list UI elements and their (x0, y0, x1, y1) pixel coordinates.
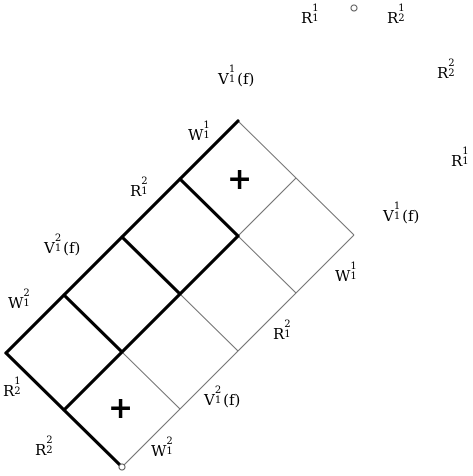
label-subscript: 1 (23, 297, 30, 309)
label-subscript: 1 (393, 210, 401, 222)
grid-line-long (121, 234, 355, 468)
label-superscript: 2 (214, 384, 222, 396)
thick-boundary-path (4, 119, 240, 469)
label-base: W (188, 126, 204, 144)
label-superscript: 1 (398, 2, 405, 14)
label-superscript: 1 (393, 200, 401, 212)
label-superscript: 2 (46, 434, 53, 446)
label-subscript: 2 (46, 444, 53, 456)
label-base: W (335, 267, 351, 285)
label-subscript: 1 (203, 129, 210, 141)
label-base: R (35, 441, 47, 459)
label-superscript: 1 (203, 119, 210, 131)
label-base: V (44, 239, 55, 257)
label-base: R (273, 325, 285, 343)
label-superscript: 1 (462, 145, 469, 157)
label-subscript: 1 (350, 270, 357, 282)
label-suffix: (f) (63, 239, 81, 257)
label-subscript: 2 (398, 12, 405, 24)
label-subscript: 1 (284, 328, 291, 340)
top-endpoint-node (350, 4, 358, 12)
label-superscript: 2 (166, 435, 173, 447)
label-base: R (3, 382, 15, 400)
label-superscript: 2 (54, 232, 62, 244)
label-base: W (8, 294, 24, 312)
label-subscript: 1 (141, 185, 148, 197)
thick-edge-inner-cross-1 (62, 293, 124, 354)
label-suffix: (f) (237, 70, 255, 88)
label-superscript: 2 (448, 57, 455, 69)
label-base: V (218, 70, 229, 88)
label-subscript: 1 (54, 242, 62, 254)
plus-mark-lower: + (108, 391, 134, 426)
label-superscript: 1 (14, 375, 21, 387)
label-subscript: 1 (166, 445, 173, 457)
label-superscript: 1 (228, 63, 236, 75)
label-subscript: 1 (228, 73, 236, 85)
bottom-endpoint-node (118, 463, 126, 471)
label-subscript: 1 (214, 394, 222, 406)
label-suffix: (f) (223, 391, 241, 409)
label-superscript: 1 (312, 2, 319, 14)
label-subscript: 1 (312, 12, 319, 24)
label-base: R (301, 9, 313, 27)
thick-edge-inner-long-2 (178, 234, 240, 296)
thick-edge-inner-cross-3 (178, 177, 240, 238)
thick-edge-inner-cross-2 (120, 235, 182, 296)
label-superscript: 2 (141, 175, 148, 187)
label-suffix: (f) (402, 207, 420, 225)
plus-mark-upper: + (227, 162, 253, 197)
label-superscript: 2 (284, 318, 291, 330)
label-base: R (451, 152, 463, 170)
label-base: R (387, 9, 399, 27)
label-subscript: 2 (14, 385, 21, 397)
label-subscript: 1 (462, 155, 469, 167)
label-superscript: 1 (350, 260, 357, 272)
label-base: R (130, 182, 142, 200)
label-base: V (383, 207, 394, 225)
label-subscript: 2 (448, 67, 455, 79)
label-superscript: 2 (23, 287, 30, 299)
label-base: V (204, 391, 215, 409)
label-base: R (437, 64, 449, 82)
label-base: W (151, 442, 167, 460)
